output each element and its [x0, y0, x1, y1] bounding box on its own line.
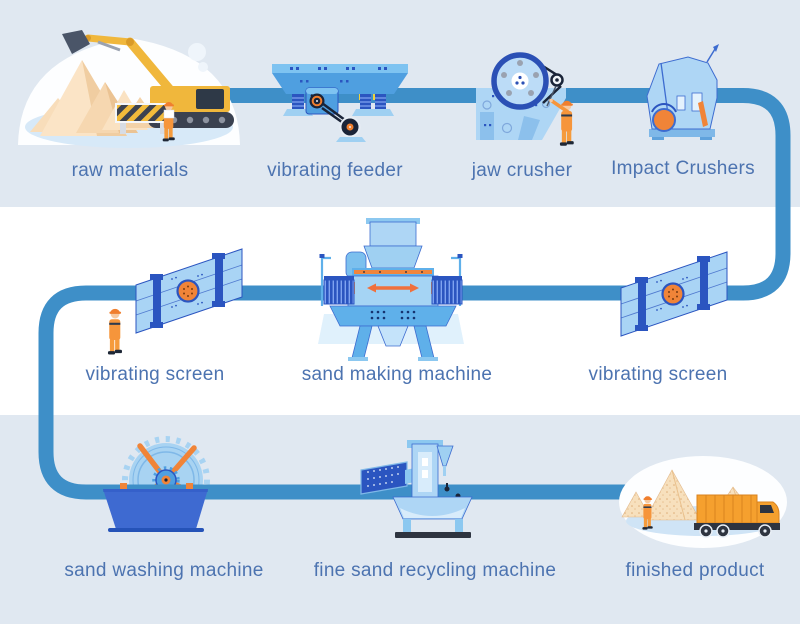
belt-drive — [305, 87, 366, 142]
truck-wheels — [699, 524, 772, 538]
excavator-cab-window — [196, 89, 224, 109]
fine-sand-recycler-illustration — [360, 440, 473, 538]
label-vibrating-screen-left: vibrating screen — [85, 364, 225, 385]
sand-washing-machine-illustration — [103, 483, 208, 532]
label-vibrating-screen-right: vibrating screen — [588, 364, 728, 385]
worker-arm — [550, 99, 570, 114]
label-finished-product: finished product — [625, 560, 765, 581]
raw-materials-illustration — [18, 30, 240, 148]
impact-crusher-illustration — [646, 44, 719, 140]
label-sand-making-machine: sand making machine — [301, 364, 493, 385]
safety-barrier — [115, 103, 171, 134]
dump-truck — [694, 494, 780, 538]
excavator-boom — [125, 37, 177, 97]
steam-puff — [198, 62, 208, 72]
vibrating-feeder-illustration — [272, 64, 408, 142]
finished-product-illustration — [619, 456, 787, 548]
label-impact-crushers: Impact Crushers — [611, 158, 755, 179]
label-fine-sand-recycling-machine: fine sand recycling machine — [313, 560, 557, 581]
feed-hopper — [369, 221, 417, 247]
rotor-disc — [652, 108, 676, 132]
label-sand-washing-machine: sand washing machine — [64, 560, 264, 581]
truck-window — [760, 505, 774, 513]
sand-making-machine-illustration — [318, 218, 464, 361]
jaw-crusher-illustration — [476, 52, 575, 147]
excavator-bucket — [62, 30, 90, 54]
motor-cage-left — [323, 279, 355, 305]
excavator-stick — [84, 34, 134, 46]
motor-cage-right — [431, 279, 463, 305]
flywheel — [491, 52, 549, 110]
label-raw-materials: raw materials — [71, 160, 189, 181]
platform — [329, 305, 457, 327]
label-vibrating-feeder: vibrating feeder — [267, 160, 403, 181]
blueprint-paper — [163, 109, 175, 119]
dewatering-screen — [360, 461, 408, 495]
washer-basin — [103, 489, 208, 529]
truck-chassis — [694, 523, 780, 530]
feeder-tray-rim — [272, 64, 408, 73]
feeder-tray — [272, 73, 408, 94]
label-jaw-crusher: jaw crusher — [471, 160, 573, 181]
crushing-chamber — [347, 275, 439, 307]
steam-puff — [188, 43, 206, 61]
